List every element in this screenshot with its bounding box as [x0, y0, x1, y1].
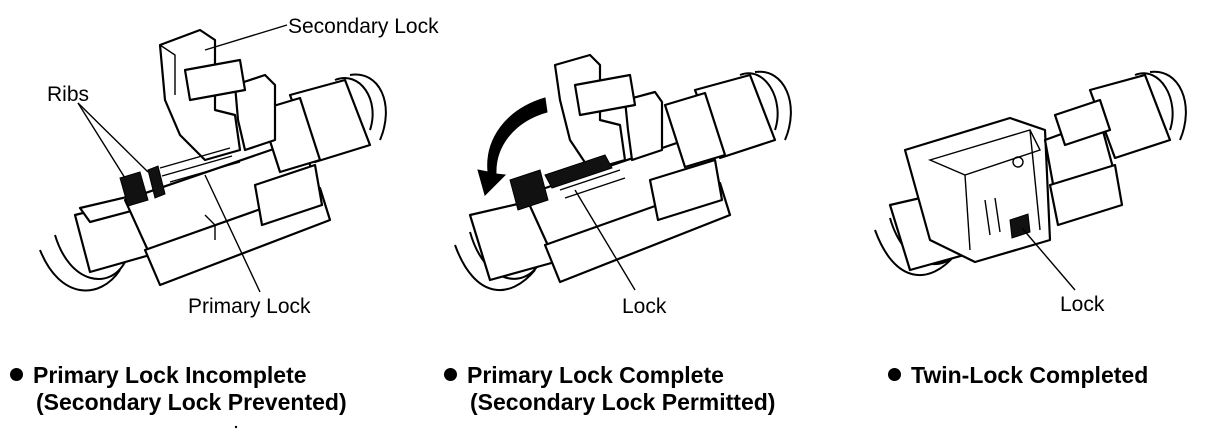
callout-lock-panel3 [1021, 227, 1076, 291]
label-lock-panel2: Lock [622, 295, 667, 318]
stray-mark [234, 425, 238, 429]
closing-direction-arrow [477, 97, 548, 196]
callout-lock-panel2 [574, 189, 636, 291]
caption-panel2-line2: (Secondary Lock Permitted) [470, 389, 776, 415]
bullet-icon [10, 368, 23, 381]
bullet-icon [888, 368, 901, 381]
caption-panel2: Primary Lock Complete (Secondary Lock Pe… [444, 362, 775, 416]
callout-primary-lock [204, 174, 261, 293]
label-secondary-lock: Secondary Lock [288, 15, 439, 38]
caption-panel2-line1: Primary Lock Complete [467, 362, 724, 388]
caption-panel1-line1: Primary Lock Incomplete [33, 362, 307, 388]
caption-panel1: Primary Lock Incomplete (Secondary Lock … [10, 362, 347, 416]
connector-illustration-open: Secondary Lock Ribs Primary Lock [39, 15, 439, 318]
callout-ribs-2 [77, 102, 149, 173]
label-primary-lock: Primary Lock [188, 295, 311, 318]
caption-panel3: Twin-Lock Completed [888, 362, 1148, 389]
label-ribs: Ribs [47, 83, 89, 106]
label-lock-panel3: Lock [1060, 293, 1105, 316]
bullet-icon [444, 368, 457, 381]
caption-panel1-line2: (Secondary Lock Prevented) [36, 389, 347, 415]
connector-illustration-locked: Lock [874, 70, 1187, 316]
callout-secondary-lock [204, 24, 288, 51]
connector-illustration-closing: Lock [454, 53, 792, 318]
callout-ribs-1 [77, 102, 126, 179]
caption-panel3-line1: Twin-Lock Completed [911, 362, 1149, 388]
